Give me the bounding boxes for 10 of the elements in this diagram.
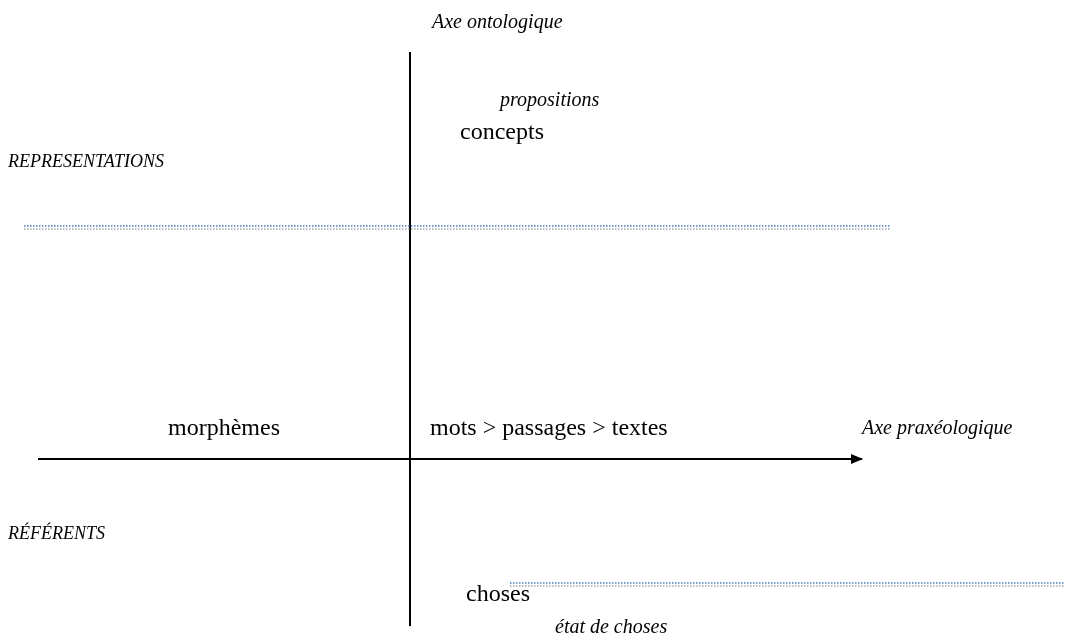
term-label: état de choses <box>555 615 668 637</box>
term-label: choses <box>466 580 530 607</box>
term-label: morphèmes <box>168 414 280 441</box>
zone-label: REPRESENTATIONS <box>8 152 164 172</box>
axis-label: Axe ontologique <box>432 10 563 32</box>
term-label: propositions <box>500 88 600 110</box>
term-label: concepts <box>460 118 544 145</box>
term-label: mots > passages > textes <box>430 414 668 441</box>
axis-label: Axe praxéologique <box>862 416 1013 438</box>
zone-label: RÉFÉRENTS <box>8 524 105 544</box>
